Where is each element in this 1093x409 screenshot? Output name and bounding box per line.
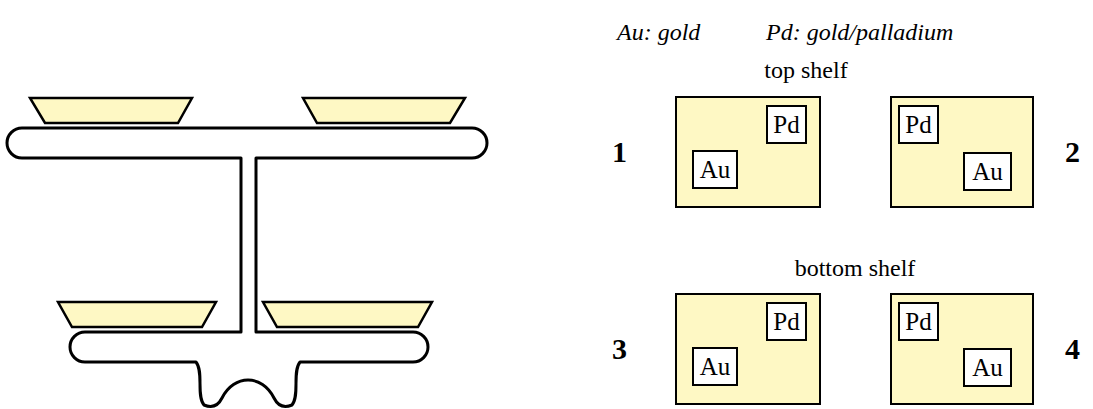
sample-tray: 3PdAu [675,293,821,405]
shelf-label: bottom shelf [795,256,916,280]
holder-stand [7,128,487,406]
tray [263,302,432,327]
callout-number: 4 [1065,334,1080,364]
sample-chip: Au [963,348,1012,387]
shelf-label: top shelf [764,58,847,82]
legend-note: Pd: gold/palladium [766,20,953,44]
chip-label: Au [972,159,1003,184]
chip-label: Au [700,157,731,182]
sample-chip: Pd [898,105,939,144]
chip-label: Pd [773,112,799,137]
sample-tray: 1PdAu [675,96,821,208]
chip-label: Pd [905,309,931,334]
sample-chip: Au [963,152,1012,191]
legend-note: Au: gold [617,20,700,44]
sample-chip: Au [692,347,738,386]
chip-label: Pd [905,112,931,137]
chip-label: Pd [773,309,799,334]
tray [30,98,192,123]
chip-label: Au [972,355,1003,380]
sample-chip: Au [692,150,738,189]
callout-number: 1 [612,137,627,167]
sample-tray: 4PdAu [890,293,1034,405]
callout-number: 3 [612,334,627,364]
sample-chip: Pd [766,302,807,341]
callout-number: 2 [1065,137,1080,167]
tray [58,302,216,327]
sample-chip: Pd [898,302,939,341]
chip-label: Au [700,354,731,379]
tray [303,98,465,123]
sample-tray: 2PdAu [890,96,1034,208]
sample-chip: Pd [766,105,807,144]
